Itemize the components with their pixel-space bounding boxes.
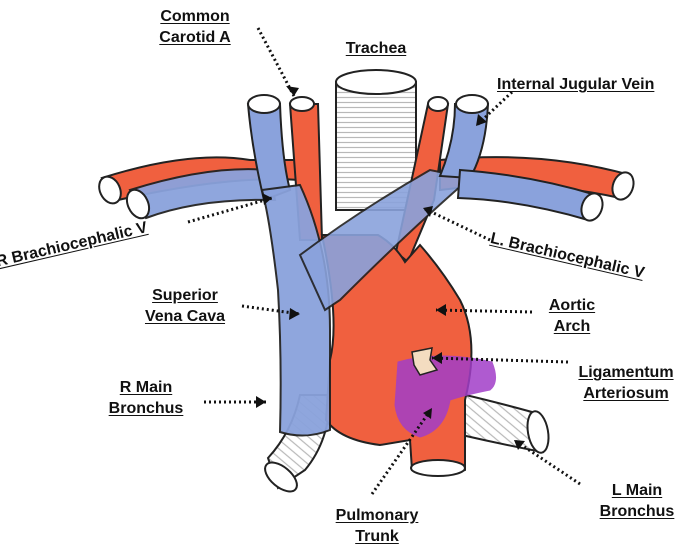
label-common-carotid-line2: Carotid A bbox=[159, 29, 231, 46]
arrowhead-ligamentum bbox=[432, 352, 442, 364]
label-internal-jugular-vein: Internal Jugular Vein bbox=[497, 74, 654, 95]
label-aortic-arch-line1: Aortic bbox=[548, 297, 596, 314]
label-trachea: Trachea bbox=[334, 38, 418, 59]
arrowhead-r-brachiocephalic bbox=[262, 193, 272, 205]
veins-shape bbox=[125, 94, 604, 437]
label-r-main-bronchus-line1: R Main bbox=[119, 379, 173, 396]
label-l-main-bronchus: L Main Bronchus bbox=[592, 480, 682, 522]
pointer-aortic-arch bbox=[435, 308, 533, 314]
label-pulmonary-trunk-line1: Pulmonary bbox=[335, 507, 419, 524]
label-ligamentum-arteriosum: Ligamentum Arteriosum bbox=[570, 362, 682, 404]
ligamentum-arteriosum-shape bbox=[411, 347, 439, 376]
label-aortic-arch-line2: Arch bbox=[553, 318, 591, 335]
arrowhead-internal-jugular bbox=[476, 114, 487, 126]
pointer-l-brachiocephalic bbox=[422, 206, 491, 242]
label-superior-vena-cava: Superior Vena Cava bbox=[133, 285, 237, 327]
label-internal-jugular-text: Internal Jugular Vein bbox=[497, 76, 655, 93]
label-r-main-bronchus-line2: Bronchus bbox=[108, 400, 184, 417]
arrowhead-pulmonary-trunk bbox=[423, 408, 432, 419]
label-pulmonary-trunk-line2: Trunk bbox=[355, 528, 399, 545]
arrowhead-common-carotid bbox=[286, 86, 299, 96]
arrowhead-r-main-bronchus bbox=[256, 396, 266, 408]
label-ligamentum-line2: Arteriosum bbox=[583, 385, 669, 402]
pulmonary-trunk-shape bbox=[394, 355, 496, 438]
pointer-l-main-bronchus bbox=[513, 438, 581, 486]
label-svc-line1: Superior bbox=[152, 287, 218, 304]
pointer-common-carotid bbox=[256, 27, 296, 97]
label-common-carotid-line1: Common bbox=[160, 8, 230, 25]
label-l-main-bronchus-line2: Bronchus bbox=[599, 503, 675, 520]
arrowhead-superior-vena-cava bbox=[289, 308, 300, 320]
label-common-carotid: Common Carotid A bbox=[150, 6, 240, 48]
label-l-main-bronchus-line1: L Main bbox=[611, 482, 663, 499]
pointer-arrowheads bbox=[256, 86, 525, 450]
label-aortic-arch: Aortic Arch bbox=[536, 295, 608, 337]
arrowhead-l-brachiocephalic bbox=[423, 206, 433, 217]
label-ligamentum-line1: Ligamentum bbox=[578, 364, 674, 381]
label-trachea-text: Trachea bbox=[345, 40, 407, 57]
label-r-main-bronchus: R Main Bronchus bbox=[100, 377, 192, 419]
arrowhead-aortic-arch bbox=[436, 304, 446, 316]
label-svc-line2: Vena Cava bbox=[144, 308, 226, 325]
arrowhead-l-main-bronchus bbox=[514, 440, 525, 450]
label-pulmonary-trunk: Pulmonary Trunk bbox=[322, 505, 432, 547]
